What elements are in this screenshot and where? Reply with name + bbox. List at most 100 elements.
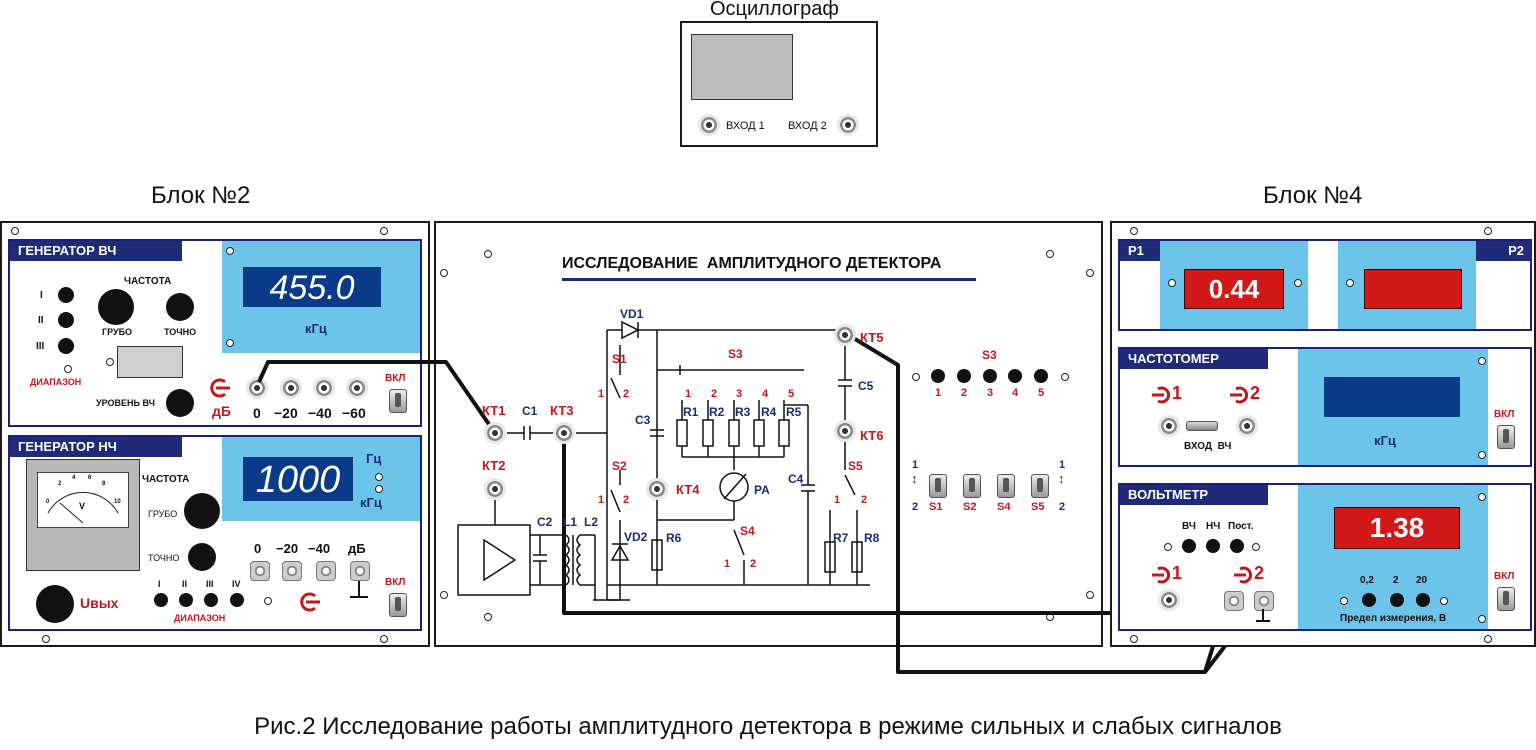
s2-toggle[interactable]	[963, 474, 981, 498]
r4-pos: 4	[762, 388, 769, 400]
gen-hf-out-60-jack[interactable]	[346, 377, 368, 399]
freq-counter-input-switch[interactable]	[1186, 421, 1218, 431]
kt4-jack[interactable]	[646, 478, 668, 500]
s3-button-1[interactable]	[931, 369, 945, 383]
voltmeter-limit-20: 20	[1416, 575, 1428, 586]
gen-hf-power-toggle[interactable]	[389, 389, 407, 413]
kt5-label: КТ5	[860, 330, 884, 345]
ground-icon-base	[350, 596, 368, 598]
oscilloscope-input1-label: ВХОД 1	[726, 120, 765, 132]
gen-lf-range-indicator	[264, 597, 272, 605]
screw	[226, 247, 234, 255]
voltmeter-limit-20-button[interactable]	[1416, 593, 1430, 607]
gen-lf-frequency-display: 1000	[243, 457, 353, 501]
oscilloscope-input2-jack[interactable]	[837, 114, 859, 136]
kt6-label: КТ6	[860, 428, 884, 443]
oscilloscope-input1-jack[interactable]	[698, 114, 720, 136]
toggle-arrow-right: ↕	[1058, 471, 1065, 486]
gen-hf-level-knob[interactable]	[166, 389, 194, 417]
gen-hf-range-i-button[interactable]	[58, 287, 74, 303]
kt6-jack[interactable]	[834, 420, 856, 442]
gen-lf-range-i-button[interactable]	[154, 593, 168, 607]
gen-hf-coarse-knob[interactable]	[98, 289, 134, 325]
block4-panel: P1 P2 0.44 ЧАСТОТОМЕР кГц 1	[1110, 221, 1536, 647]
gen-hf-fine-knob[interactable]	[166, 293, 194, 321]
s3-pos-1: 1	[935, 387, 942, 399]
gen-lf-uout-knob[interactable]	[36, 585, 74, 623]
gen-lf-out-ground-jack[interactable]	[350, 561, 370, 581]
voltmeter-power-toggle[interactable]	[1497, 587, 1515, 611]
gen-lf-out-40-jack[interactable]	[316, 561, 336, 581]
screw	[1478, 451, 1486, 459]
voltmeter-in1-jack[interactable]	[1158, 589, 1180, 611]
gen-hf-range-ii-button[interactable]	[58, 312, 74, 328]
freq-counter-in1-jack[interactable]	[1158, 415, 1180, 437]
vd2-label: VD2	[624, 530, 648, 544]
voltmeter-mode-lf-button[interactable]	[1206, 539, 1220, 553]
gen-lf-power-toggle[interactable]	[389, 593, 407, 617]
gen-hf-out-0-jack[interactable]	[246, 377, 268, 399]
voltmeter-limit-indicator	[1340, 597, 1348, 605]
figure-caption: Рис.2 Исследование работы амплитудного д…	[254, 713, 1282, 740]
voltmeter-mode-dc-button[interactable]	[1230, 539, 1244, 553]
voltmeter-limit-label: Предел измерения, В	[1340, 613, 1447, 624]
r2-pos: 2	[711, 388, 718, 400]
gen-lf-range-iii-button[interactable]	[204, 593, 218, 607]
toggle-arrow-left: ↕	[911, 471, 918, 486]
freq-counter-power-toggle[interactable]	[1497, 425, 1515, 449]
voltmeter-ground-jack[interactable]	[1254, 591, 1274, 611]
c2-label: С2	[537, 515, 553, 529]
s3-pos-3: 3	[987, 387, 994, 399]
detector-title: ИССЛЕДОВАНИЕ АМПЛИТУДНОГО ДЕТЕКТОРА	[562, 255, 942, 272]
gen-lf-khz-indicator	[375, 485, 383, 493]
kt3-jack[interactable]	[553, 422, 575, 444]
screw	[1046, 250, 1054, 258]
gen-lf-out-0-jack[interactable]	[250, 561, 270, 581]
gen-hf-out-20-jack[interactable]	[280, 377, 302, 399]
s3-button-2[interactable]	[957, 369, 971, 383]
voltmeter-value: 1.38	[1369, 512, 1425, 543]
gen-lf-out-20-jack[interactable]	[282, 561, 302, 581]
gen-lf-coarse-knob[interactable]	[184, 493, 220, 529]
meter-tick-4: 4	[72, 475, 76, 481]
gen-hf-range-indicator	[64, 365, 72, 373]
kt2-jack[interactable]	[484, 478, 506, 500]
s5-toggle-label: S5	[1031, 501, 1045, 513]
s5-pos2: 2	[861, 494, 868, 506]
s3-button-5[interactable]	[1034, 369, 1048, 383]
input-icon	[1152, 566, 1171, 584]
s1-toggle[interactable]	[929, 474, 947, 498]
freq-counter-in2-jack[interactable]	[1236, 415, 1258, 437]
p2-display	[1364, 269, 1462, 309]
voltmeter-mode-indicator	[1252, 543, 1260, 551]
s3-label: S3	[728, 347, 743, 361]
s4-toggle[interactable]	[997, 474, 1015, 498]
kt5-jack[interactable]	[834, 324, 856, 346]
detector-title-underline	[562, 278, 976, 281]
kt1-jack[interactable]	[484, 422, 506, 444]
r5-pos: 5	[788, 388, 795, 400]
gen-hf-out-40-jack[interactable]	[313, 377, 335, 399]
gen-hf-power-label: ВКЛ	[385, 373, 406, 384]
gen-lf-display-area: 1000 Гц кГц	[222, 437, 420, 521]
gen-hf-frequency-value: 455.0	[269, 269, 355, 307]
voltmeter-limit-02-button[interactable]	[1362, 593, 1376, 607]
s3-button-3[interactable]	[983, 369, 997, 383]
gen-lf-range-ii-button[interactable]	[179, 593, 193, 607]
s5-toggle[interactable]	[1031, 474, 1049, 498]
voltmeter-mode-dc-label: Пост.	[1228, 521, 1254, 532]
freq-counter-in1-label: 1	[1172, 383, 1183, 403]
input-icon	[1152, 386, 1171, 404]
p1-display: 0.44	[1184, 269, 1284, 309]
r5-label: R5	[786, 405, 802, 419]
gen-lf-fine-knob[interactable]	[188, 543, 216, 571]
gen-hf-range-iii-button[interactable]	[58, 338, 74, 354]
voltmeter-in2-jack[interactable]	[1224, 591, 1244, 611]
kt3-label: КТ3	[550, 403, 574, 418]
screw	[1130, 227, 1138, 235]
voltmeter-mode-hf-button[interactable]	[1182, 539, 1196, 553]
voltmeter-limit-2-button[interactable]	[1390, 593, 1404, 607]
gen-lf-range-iv-button[interactable]	[230, 593, 244, 607]
ground-icon	[1262, 609, 1264, 621]
s3-button-4[interactable]	[1008, 369, 1022, 383]
